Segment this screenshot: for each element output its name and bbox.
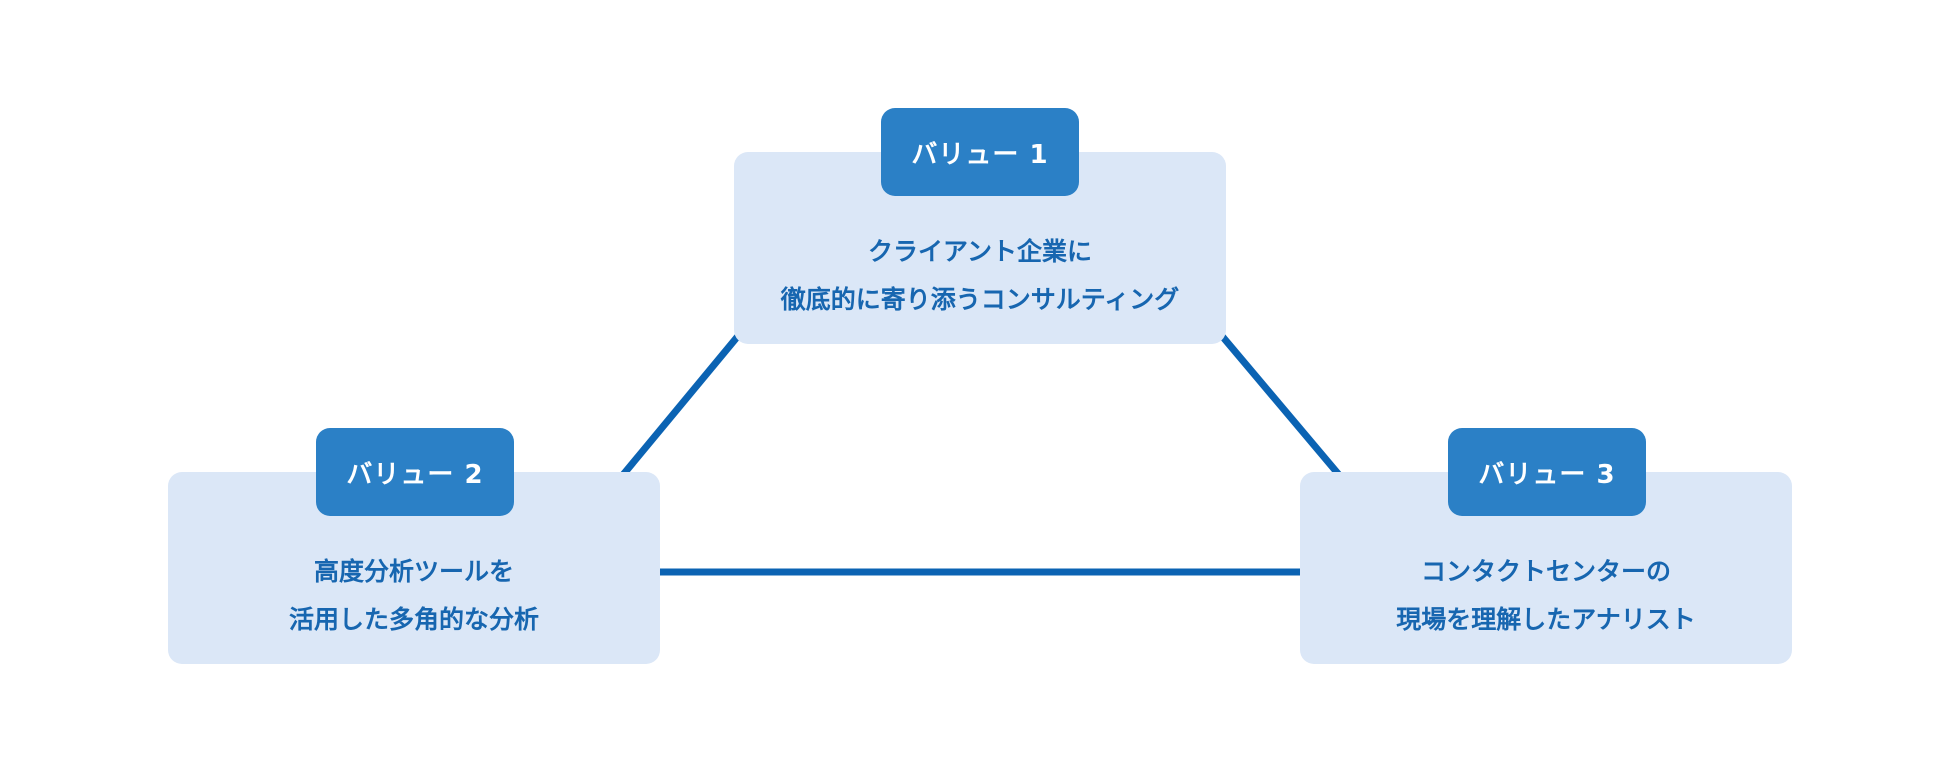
value-3-description: コンタクトセンターの 現場を理解したアナリスト <box>1300 548 1792 644</box>
value-3-line-2: 現場を理解したアナリスト <box>1396 605 1696 634</box>
value-2-description: 高度分析ツールを 活用した多角的な分析 <box>168 548 660 644</box>
value-1-description: クライアント企業に 徹底的に寄り添うコンサルティング <box>734 228 1226 324</box>
value-1-badge: バリュー 1 <box>881 108 1079 196</box>
connector-1-2 <box>619 333 741 479</box>
value-1-line-1: クライアント企業に <box>867 237 1092 266</box>
value-3-badge: バリュー 3 <box>1448 428 1646 516</box>
value-card-3: コンタクトセンターの 現場を理解したアナリスト <box>1300 472 1792 664</box>
value-2-line-1: 高度分析ツールを <box>313 557 514 586</box>
connector-1-3 <box>1219 333 1343 479</box>
value-1-line-2: 徹底的に寄り添うコンサルティング <box>780 285 1180 314</box>
value-3-line-1: コンタクトセンターの <box>1420 557 1671 586</box>
value-2-line-2: 活用した多角的な分析 <box>288 605 539 634</box>
value-2-badge: バリュー 2 <box>316 428 514 516</box>
